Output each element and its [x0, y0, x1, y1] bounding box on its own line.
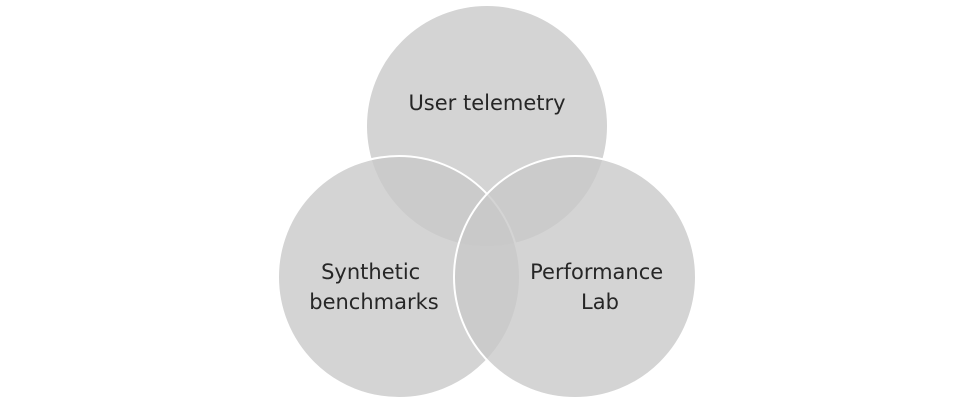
set-label-line: Synthetic — [321, 260, 420, 284]
set-label-line: Performance — [530, 260, 663, 284]
set-circle-performance-lab — [453, 155, 697, 399]
set-left: Synthetic benchmarks — [277, 155, 521, 399]
set-right: Performance Lab — [453, 155, 697, 399]
set-label-line: Lab — [581, 290, 619, 314]
set-label-user-telemetry: User telemetry — [408, 91, 565, 115]
set-label-performance-lab: Performance Lab — [530, 260, 670, 314]
set-label-line: User telemetry — [408, 91, 565, 115]
set-label-line: benchmarks — [309, 290, 438, 314]
set-label-synthetic-benchmarks: Synthetic benchmarks — [309, 260, 438, 314]
